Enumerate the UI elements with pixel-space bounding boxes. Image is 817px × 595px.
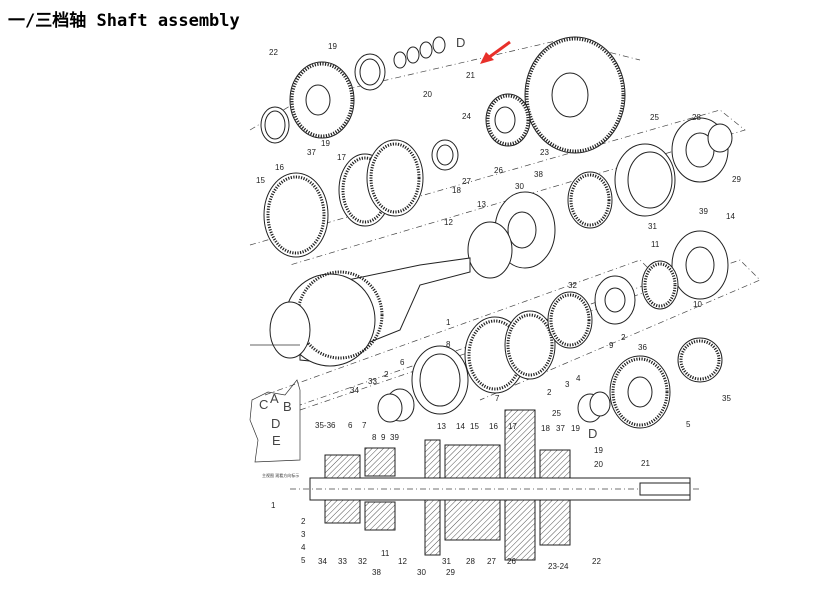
part-number-label: 3	[565, 380, 570, 389]
part-number-label: 8	[372, 433, 377, 442]
part-number-label: 17	[508, 422, 517, 431]
part-number-label: 13	[477, 200, 486, 209]
part-number-label: 34	[350, 386, 359, 395]
locator-sketch: A B C D E 主视图 观看方向标示	[249, 379, 301, 478]
part-number-label: 8	[446, 340, 451, 349]
part-number-label: 31	[442, 557, 451, 566]
part-number-label: 22	[269, 48, 278, 57]
part-number-label: 2	[384, 370, 389, 379]
part-number-label: 20	[594, 460, 603, 469]
locator-letter: A	[270, 391, 279, 406]
part-number-label: 1	[271, 501, 276, 510]
exploded-labels: 22192021D2537192423262728293830143931161…	[256, 35, 741, 429]
page-title: 一/三档轴 Shaft assembly	[8, 11, 240, 31]
locator-letter: B	[283, 399, 292, 414]
part-number-label: 31	[648, 222, 657, 231]
part-number-label: 1	[446, 318, 451, 327]
locator-letter: C	[259, 397, 268, 412]
part-number-label: 9	[609, 341, 614, 350]
part-number-label: 39	[390, 433, 399, 442]
part-number-label: 36	[638, 343, 647, 352]
part-number-label: 21	[641, 459, 650, 468]
part-number-label: D	[456, 35, 465, 50]
part-number-label: 19	[321, 139, 330, 148]
part-number-label: 2	[301, 517, 306, 526]
part-number-label: 39	[699, 207, 708, 216]
part-number-label: 23-24	[548, 562, 569, 571]
part-number-label: 38	[372, 568, 381, 577]
part-number-label: 34	[318, 557, 327, 566]
part-number-label: 2	[547, 388, 552, 397]
part-number-label: 10	[693, 300, 702, 309]
part-number-label: 16	[489, 422, 498, 431]
part-number-label: 38	[534, 170, 543, 179]
part-number-label: 33	[368, 377, 377, 386]
locator-letter: D	[271, 416, 280, 431]
part-number-label: 32	[358, 557, 367, 566]
part-number-label: 27	[487, 557, 496, 566]
part-number-label: 11	[651, 240, 660, 249]
part-number-label: 11	[381, 549, 390, 558]
red-arrow-icon	[480, 40, 511, 64]
part-number-label: 24	[462, 112, 471, 121]
part-number-label: 25	[650, 113, 659, 122]
part-number-label: 14	[456, 422, 465, 431]
exploded-parts	[250, 36, 733, 429]
part-number-label: 26	[507, 557, 516, 566]
part-number-label: 28	[466, 557, 475, 566]
part-number-label: 21	[466, 71, 475, 80]
part-number-label: 27	[462, 177, 471, 186]
part-number-label: 35	[722, 394, 731, 403]
part-number-label: 19	[328, 42, 337, 51]
part-number-label: 6	[400, 358, 405, 367]
part-number-label: 5	[301, 556, 306, 565]
part-number-label: 19	[594, 446, 603, 455]
part-number-label: 7	[495, 394, 500, 403]
locator-caption: 主视图 观看方向标示	[262, 472, 299, 478]
part-number-label: 37	[556, 424, 565, 433]
part-number-label: 37	[307, 148, 316, 157]
section-view	[290, 409, 700, 561]
part-number-label: 14	[726, 212, 735, 221]
part-number-label: 20	[423, 90, 432, 99]
part-number-label: 4	[301, 543, 306, 552]
part-number-label: 19	[571, 424, 580, 433]
part-number-label: 6	[348, 421, 353, 430]
part-number-label: 7	[362, 421, 367, 430]
part-number-label: D	[588, 426, 597, 441]
part-number-label: 28	[692, 113, 701, 122]
part-number-label: 29	[446, 568, 455, 577]
locator-letter: E	[272, 433, 281, 448]
part-number-label: 2	[621, 333, 626, 342]
part-number-label: 30	[515, 182, 524, 191]
part-number-label: 25	[552, 409, 561, 418]
part-number-label: 26	[494, 166, 503, 175]
part-number-label: 3	[301, 530, 306, 539]
part-number-label: 33	[338, 557, 347, 566]
part-number-label: 18	[452, 186, 461, 195]
part-number-label: 22	[592, 557, 601, 566]
part-number-label: 12	[398, 557, 407, 566]
part-number-label: 15	[470, 422, 479, 431]
part-number-label: 17	[337, 153, 346, 162]
part-number-label: 35-36	[315, 421, 336, 430]
part-number-label: 15	[256, 176, 265, 185]
part-number-label: 13	[437, 422, 446, 431]
part-number-label: 18	[541, 424, 550, 433]
part-number-label: 9	[381, 433, 386, 442]
part-number-label: 30	[417, 568, 426, 577]
part-number-label: 29	[732, 175, 741, 184]
part-number-label: 16	[275, 163, 284, 172]
part-number-label: 5	[686, 420, 691, 429]
part-number-label: 4	[576, 374, 581, 383]
part-number-label: 12	[444, 218, 453, 227]
part-number-label: 32	[568, 281, 577, 290]
part-number-label: 23	[540, 148, 549, 157]
